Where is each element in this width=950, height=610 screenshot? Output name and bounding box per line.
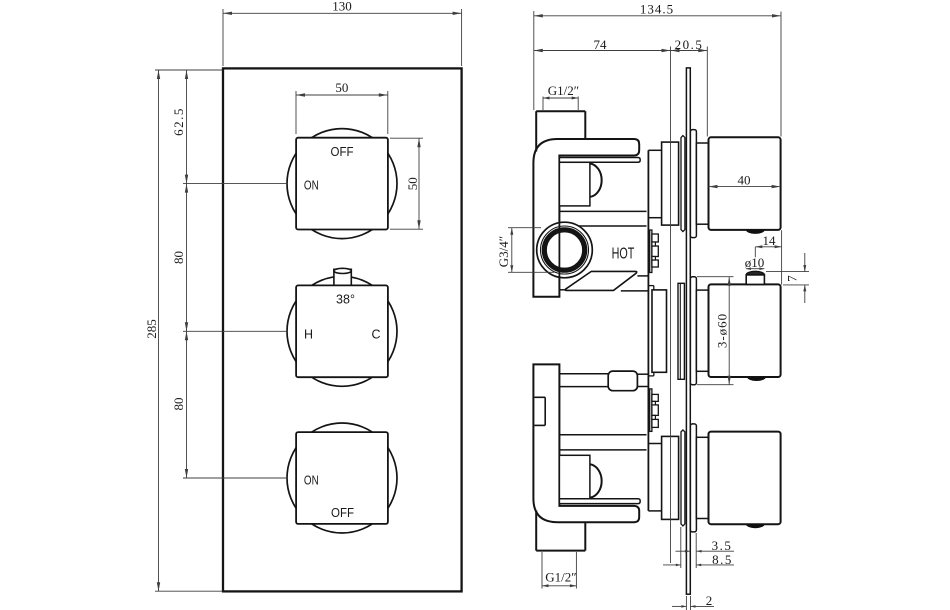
- svg-text:G1/2″: G1/2″: [548, 83, 579, 98]
- svg-text:OFF: OFF: [331, 506, 354, 520]
- svg-text:50: 50: [335, 80, 348, 95]
- svg-text:ON: ON: [304, 474, 319, 488]
- svg-text:14: 14: [763, 233, 777, 248]
- svg-text:3.5: 3.5: [712, 538, 733, 553]
- svg-text:80: 80: [171, 398, 186, 411]
- svg-text:OFF: OFF: [331, 145, 354, 159]
- svg-text:3-ø60: 3-ø60: [715, 313, 730, 348]
- svg-text:285: 285: [144, 319, 159, 339]
- svg-text:40: 40: [738, 173, 751, 188]
- svg-text:8.5: 8.5: [712, 552, 733, 567]
- svg-text:H: H: [304, 327, 313, 341]
- svg-text:130: 130: [332, 0, 352, 14]
- svg-text:80: 80: [171, 251, 186, 264]
- svg-text:7: 7: [784, 275, 799, 282]
- svg-text:C: C: [371, 327, 380, 341]
- svg-text:74: 74: [594, 37, 608, 52]
- svg-text:ON: ON: [304, 178, 319, 192]
- svg-text:50: 50: [405, 177, 420, 190]
- svg-text:62.5: 62.5: [171, 107, 186, 136]
- svg-text:20.5: 20.5: [675, 37, 704, 52]
- svg-text:2: 2: [706, 593, 713, 608]
- svg-text:ø10: ø10: [745, 255, 765, 270]
- svg-text:G3/4″: G3/4″: [496, 236, 511, 267]
- svg-text:38°: 38°: [336, 292, 355, 306]
- svg-text:HOT: HOT: [612, 245, 635, 262]
- svg-text:G1/2″: G1/2″: [545, 569, 576, 584]
- svg-text:134.5: 134.5: [640, 2, 674, 17]
